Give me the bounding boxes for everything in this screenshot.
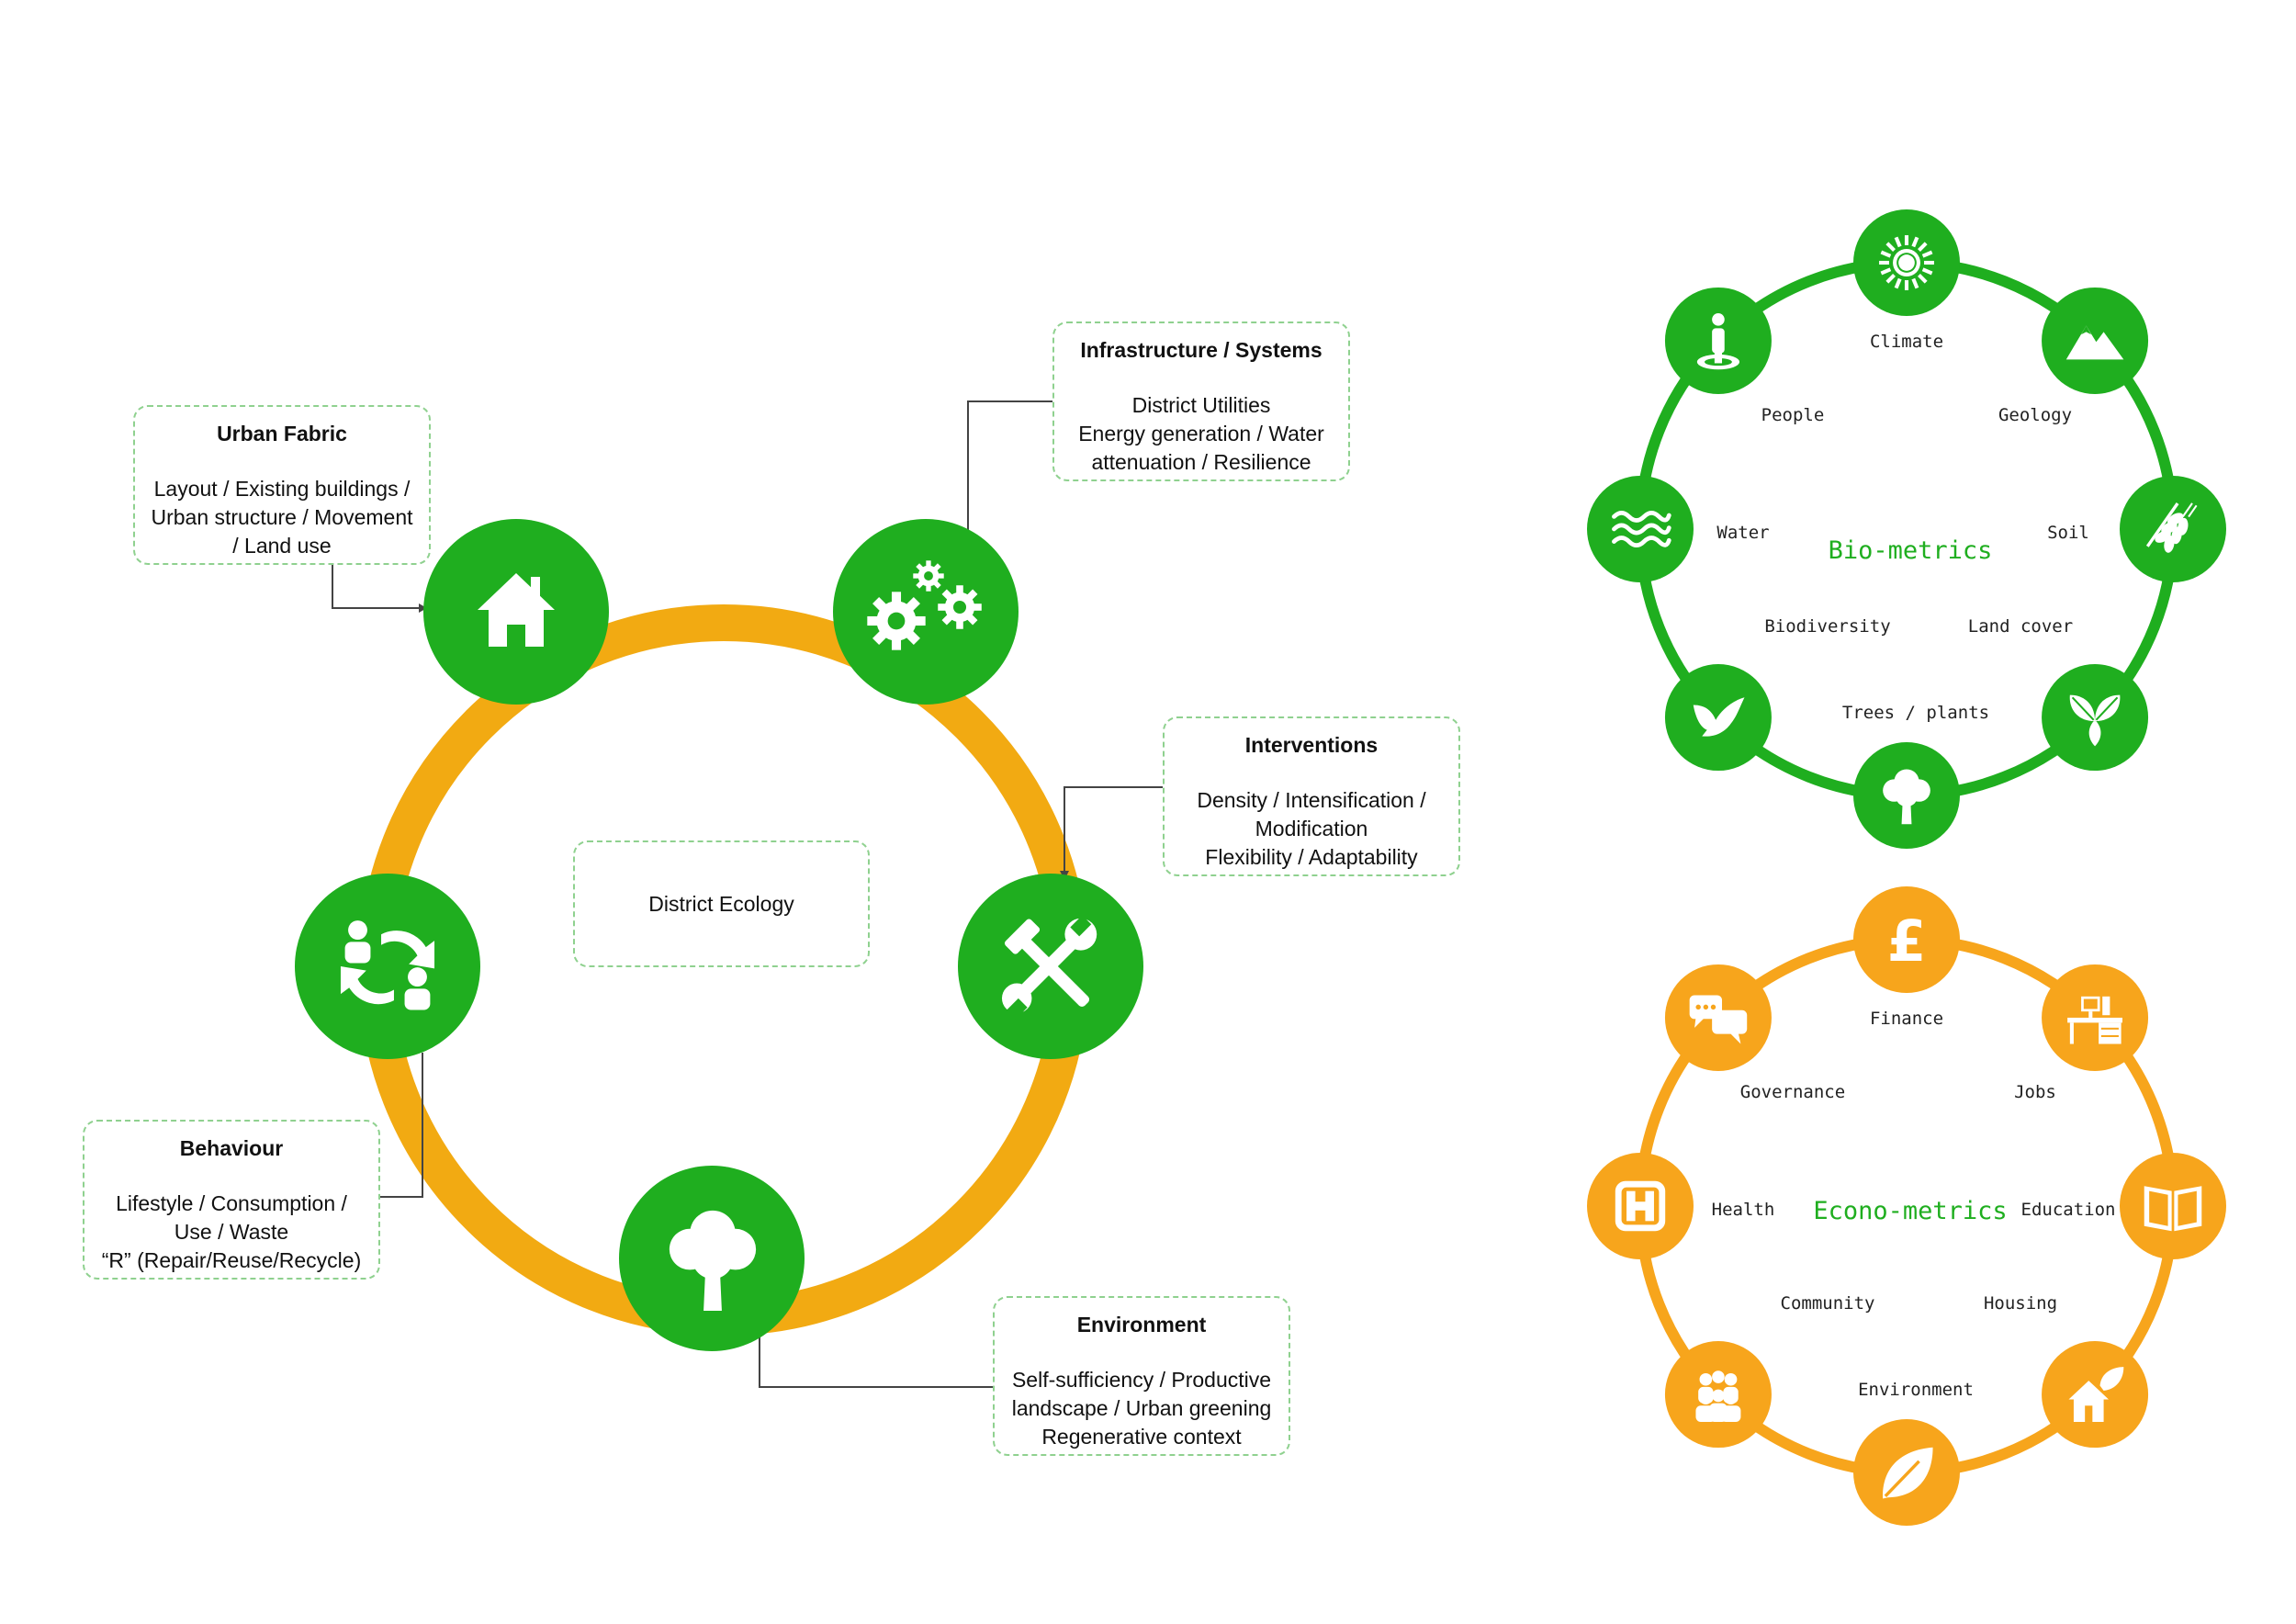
econo-metrics-label-housing: Housing <box>1984 1293 2057 1314</box>
behaviour-line-2: Use / Waste <box>174 1220 289 1244</box>
group-icon <box>1695 1370 1741 1422</box>
district-ecology-label: District Ecology <box>648 891 794 916</box>
node-infrastructure <box>833 519 1019 705</box>
interventions-title: Interventions <box>1244 733 1379 757</box>
interventions-line-1: Density / Intensification / <box>1197 788 1426 812</box>
econo-metrics-label-health: Health <box>1712 1200 1775 1220</box>
connector-behaviour <box>378 1053 423 1198</box>
infrastructure-box: Infrastructure / Systems District Utilit… <box>1052 321 1350 481</box>
econo-metrics-label-education: Education <box>2021 1200 2116 1220</box>
environment-line-1: Self-sufficiency / Productive <box>1011 1368 1272 1392</box>
bio-metrics-label-trees-plants: Trees / plants <box>1842 703 1989 723</box>
behaviour-line-3: “R” (Repair/Reuse/Recycle) <box>101 1248 362 1272</box>
urban-fabric-line-2: Urban structure / Movement <box>151 505 413 529</box>
connector-infrastructure <box>967 400 1052 542</box>
bio-metrics-node-people <box>1664 287 1772 394</box>
bio-metrics-node-biodiversity <box>1664 664 1772 772</box>
econo-metrics-node-finance <box>1853 886 1960 993</box>
connector-interventions <box>1064 786 1163 876</box>
bio-metrics-node-land-cover <box>2042 664 2149 772</box>
econo-metrics-node-jobs <box>2042 964 2149 1071</box>
bio-metrics-node-water <box>1587 476 1694 582</box>
econo-metrics-wheel: Econo-metrics FinanceJobsEducationHousin… <box>1587 886 2226 1526</box>
bio-metrics-node-soil <box>2120 476 2226 582</box>
node-urban-fabric <box>423 519 609 705</box>
econo-metrics-label-jobs: Jobs <box>2014 1082 2056 1102</box>
bio-metrics-label-people: People <box>1761 405 1825 425</box>
bio-metrics-label-water: Water <box>1716 523 1769 543</box>
node-behaviour <box>295 874 480 1059</box>
bio-metrics-node-geology <box>2042 287 2149 394</box>
econo-metrics-label-environment: Environment <box>1858 1380 1974 1400</box>
connector-urban-fabric <box>332 565 427 609</box>
infrastructure-title: Infrastructure / Systems <box>1080 338 1322 362</box>
district-ecology-box: District Ecology <box>573 840 870 967</box>
bio-metrics-label-biodiversity: Biodiversity <box>1764 616 1890 637</box>
infrastructure-line-1: District Utilities <box>1131 393 1271 417</box>
interventions-line-2: Modification <box>1255 817 1368 840</box>
urban-fabric-box: Urban Fabric Layout / Existing buildings… <box>133 405 431 565</box>
hospital-icon <box>1615 1180 1666 1232</box>
connector-environment <box>759 1332 993 1388</box>
econo-metrics-node-health <box>1587 1153 1694 1259</box>
econo-metrics-node-education <box>2120 1153 2226 1259</box>
behaviour-line-1: Lifestyle / Consumption / <box>116 1191 347 1215</box>
bio-metrics-label-soil: Soil <box>2047 523 2089 543</box>
econo-metrics-node-environment <box>1853 1419 1960 1526</box>
econo-metrics-node-housing <box>2042 1341 2149 1449</box>
interventions-box: Interventions Density / Intensification … <box>1163 716 1460 876</box>
urban-fabric-title: Urban Fabric <box>217 422 347 445</box>
infrastructure-line-3: attenuation / Resilience <box>1091 450 1311 474</box>
bio-metrics-label-land-cover: Land cover <box>1968 616 2073 637</box>
node-interventions <box>958 874 1143 1059</box>
interventions-line-3: Flexibility / Adaptability <box>1205 845 1418 869</box>
econo-metrics-node-governance <box>1664 964 1772 1071</box>
pound-icon <box>1886 909 1927 971</box>
bio-metrics-label-climate: Climate <box>1870 332 1943 352</box>
environment-box: Environment Self-sufficiency / Productiv… <box>993 1296 1290 1456</box>
environment-line-3: Regenerative context <box>1041 1425 1242 1449</box>
node-environment <box>619 1166 805 1351</box>
urban-fabric-line-3: / Land use <box>232 534 332 558</box>
econo-metrics-label-governance: Governance <box>1740 1082 1845 1102</box>
econo-metrics-label-community: Community <box>1781 1293 1875 1314</box>
econo-metrics-label-finance: Finance <box>1870 1009 1943 1029</box>
behaviour-title: Behaviour <box>179 1136 284 1160</box>
bio-metrics-node-climate <box>1853 209 1960 316</box>
econo-metrics-title: Econo-metrics <box>1813 1197 2007 1225</box>
econo-metrics-node-community <box>1664 1341 1772 1449</box>
bio-metrics-title: Bio-metrics <box>1829 536 1993 565</box>
infrastructure-line-2: Energy generation / Water <box>1078 422 1324 445</box>
urban-fabric-line-1: Layout / Existing buildings / <box>153 477 411 501</box>
behaviour-box: Behaviour Lifestyle / Consumption / Use … <box>83 1120 380 1280</box>
environment-title: Environment <box>1076 1313 1207 1336</box>
bio-metrics-label-geology: Geology <box>1998 405 2072 425</box>
environment-line-2: landscape / Urban greening <box>1011 1396 1272 1420</box>
bio-metrics-node-trees-plants <box>1853 742 1960 849</box>
